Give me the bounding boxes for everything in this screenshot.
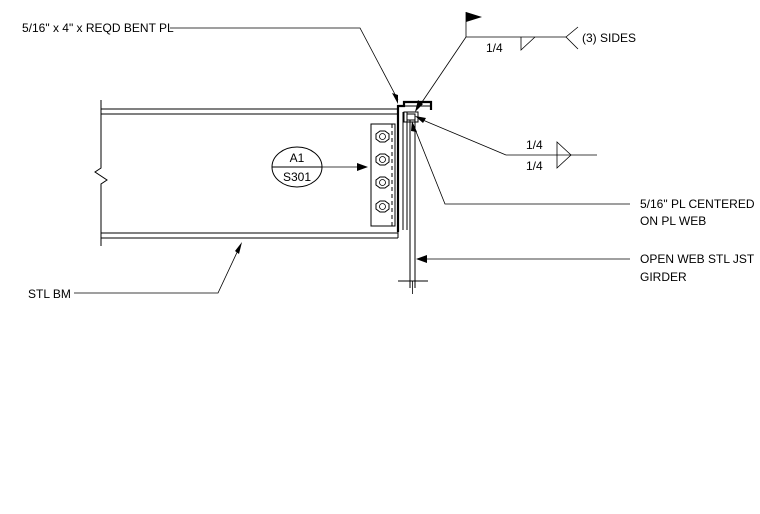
centered-plate-callout: 5/16" PL CENTERED ON PL WEB <box>411 121 755 228</box>
centered-web-plate <box>402 111 419 230</box>
beam-callout: STL BM <box>28 242 242 301</box>
joist-girder <box>398 120 428 294</box>
sides-label: (3) SIDES <box>582 31 636 45</box>
bolt <box>375 176 390 189</box>
bolted-plate <box>370 123 396 227</box>
bolt <box>375 200 390 213</box>
girder-label-line1: OPEN WEB STL JST <box>640 252 755 266</box>
bolt <box>375 130 390 143</box>
girder-label-line2: GIRDER <box>640 270 687 284</box>
section-tag-sheet: S301 <box>283 170 311 184</box>
weld-size-other-side: 1/4 <box>526 159 543 173</box>
bolt-group <box>375 130 390 213</box>
section-reference-tag[interactable]: A1 S301 <box>271 146 368 188</box>
centered-plate-label-line2: ON PL WEB <box>640 214 706 228</box>
girder-callout: OPEN WEB STL JST GIRDER <box>416 252 755 284</box>
field-weld-flag-icon <box>466 12 482 22</box>
bolt <box>375 153 390 166</box>
weld-size-arrow-side: 1/4 <box>526 138 543 152</box>
section-tag-detail: A1 <box>290 151 305 165</box>
bent-plate-callout: 5/16" x 4" x REQD BENT PL <box>22 21 399 104</box>
steel-beam <box>94 100 399 246</box>
field-weld-symbol: 1/4 (3) SIDES <box>415 12 636 112</box>
fillet-weld-symbol: 1/4 1/4 <box>415 116 597 173</box>
weld-size-top: 1/4 <box>486 41 503 55</box>
centered-plate-label-line1: 5/16" PL CENTERED <box>640 197 755 211</box>
bent-plate-label: 5/16" x 4" x REQD BENT PL <box>22 21 174 35</box>
beam-label: STL BM <box>28 287 71 301</box>
